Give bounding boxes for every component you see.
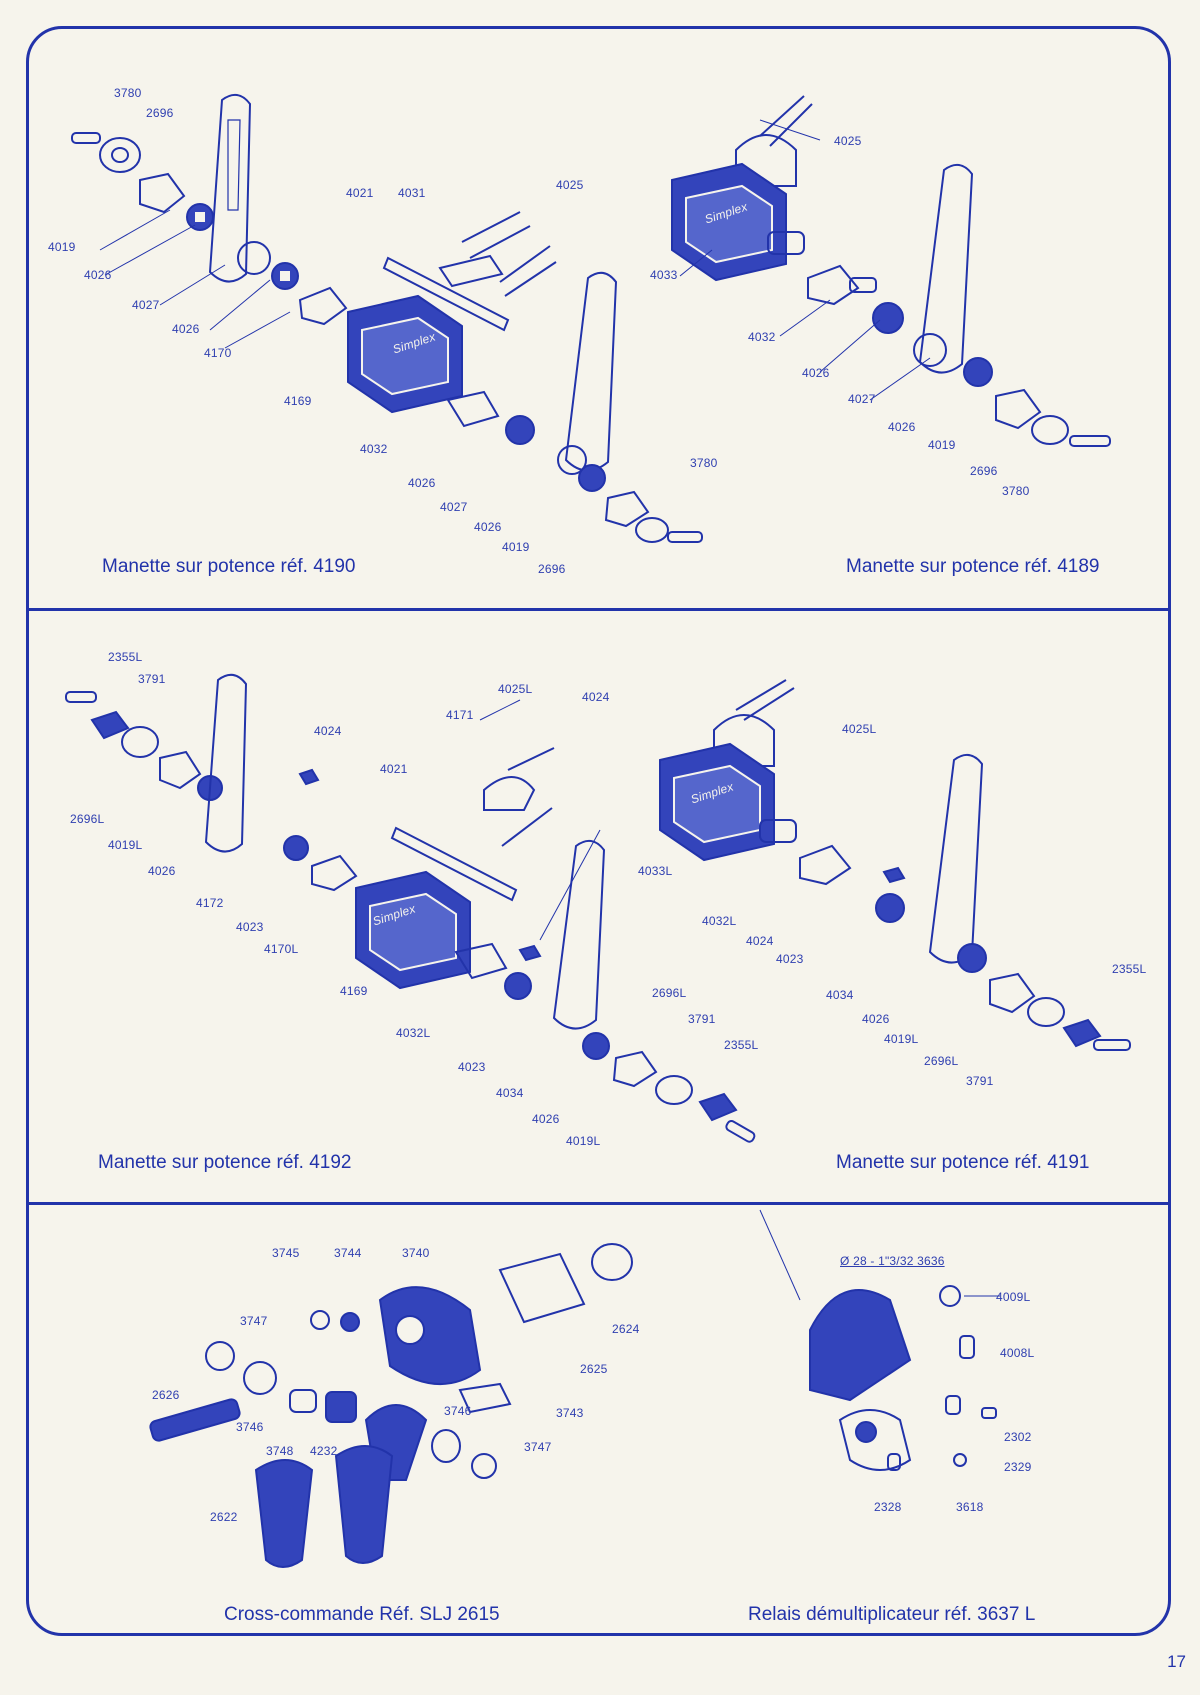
part-label: 4019	[928, 438, 956, 452]
part-label: 3740	[402, 1246, 430, 1260]
part-label: 2355L	[1112, 962, 1147, 976]
part-label: 3791	[688, 1012, 716, 1026]
assembly-4192	[65, 673, 756, 1143]
part-label: 4026	[148, 864, 176, 878]
caption-3637-l: Relais démultiplicateur réf. 3637 L	[748, 1604, 1036, 1625]
part-label: 4023	[776, 952, 804, 966]
part-label: 4171	[446, 708, 474, 722]
part-label: 4008L	[1000, 1346, 1035, 1360]
part-label: 3791	[138, 672, 166, 686]
part-label: 4169	[284, 394, 312, 408]
leader-lines	[99, 119, 1000, 1301]
part-label: 4027	[848, 392, 876, 406]
part-label: 4024	[314, 724, 342, 738]
part-label: 3745	[272, 1246, 300, 1260]
part-label: 2302	[1004, 1430, 1032, 1444]
part-label: 4169	[340, 984, 368, 998]
part-label: 4025	[556, 178, 584, 192]
assembly-4190	[71, 93, 703, 543]
part-label: 4021	[380, 762, 408, 776]
part-label: 4033	[650, 268, 678, 282]
divider-2	[26, 1202, 1171, 1205]
part-label: 3618	[956, 1500, 984, 1514]
part-label: 2696L	[652, 986, 687, 1000]
caption-slj-2615: Cross-commande Réf. SLJ 2615	[224, 1604, 500, 1625]
assembly-4191	[659, 679, 1131, 1051]
part-label: 4027	[132, 298, 160, 312]
part-label: 4019	[502, 540, 530, 554]
part-label: 4172	[196, 896, 224, 910]
part-label: 3744	[334, 1246, 362, 1260]
part-label: 4025L	[498, 682, 533, 696]
page-number: 17	[1167, 1652, 1186, 1671]
part-label: 4027	[440, 500, 468, 514]
part-label: 4021	[346, 186, 374, 200]
part-label: 3780	[1002, 484, 1030, 498]
part-label: 4032	[748, 330, 776, 344]
part-label: 4032L	[702, 914, 737, 928]
part-label: 2696	[146, 106, 174, 120]
part-label: 2696L	[924, 1054, 959, 1068]
page-frame	[26, 26, 1171, 1636]
part-label: 2626	[152, 1388, 180, 1402]
part-label: 4026	[172, 322, 200, 336]
part-label: 4026	[408, 476, 436, 490]
part-label: 4023	[236, 920, 264, 934]
part-label: 4031	[398, 186, 426, 200]
part-label: 4019L	[566, 1134, 601, 1148]
part-label: 2622	[210, 1510, 238, 1524]
part-label: Ø 28 - 1"3/32 3636	[840, 1254, 945, 1268]
part-label: 4032	[360, 442, 388, 456]
part-label: 3743	[556, 1406, 584, 1420]
part-label: 4170	[204, 346, 232, 360]
part-label: 4024	[582, 690, 610, 704]
caption-4189: Manette sur potence réf. 4189	[846, 556, 1100, 577]
assembly-4189	[671, 95, 1111, 447]
part-label: 4033L	[638, 864, 673, 878]
part-label: 4019L	[108, 838, 143, 852]
part-label: 3780	[114, 86, 142, 100]
part-label: 2696L	[70, 812, 105, 826]
part-label: 4026	[474, 520, 502, 534]
part-label: 4034	[496, 1086, 524, 1100]
part-label: 2696	[538, 562, 566, 576]
part-label: 4026	[802, 366, 830, 380]
part-label: 4026	[532, 1112, 560, 1126]
part-label: 4026	[888, 420, 916, 434]
part-label: 2355L	[108, 650, 143, 664]
part-label: 3746	[236, 1420, 264, 1434]
assembly-slj-2615	[149, 1243, 633, 1568]
part-label: 4034	[826, 988, 854, 1002]
part-label: 2624	[612, 1322, 640, 1336]
part-label: 4023	[458, 1060, 486, 1074]
part-label: 2355L	[724, 1038, 759, 1052]
part-label: 2696	[970, 464, 998, 478]
part-label: 4024	[746, 934, 774, 948]
part-label: 3780	[690, 456, 718, 470]
part-label: 2329	[1004, 1460, 1032, 1474]
part-label: 4032L	[396, 1026, 431, 1040]
caption-4192: Manette sur potence réf. 4192	[98, 1152, 352, 1173]
divider-1	[26, 608, 1171, 611]
part-label: 2328	[874, 1500, 902, 1514]
part-label: 3746	[444, 1404, 472, 1418]
caption-4190: Manette sur potence réf. 4190	[102, 556, 356, 577]
assembly-3637-l	[809, 1285, 997, 1471]
part-label: 4009L	[996, 1290, 1031, 1304]
part-label: 4019	[48, 240, 76, 254]
caption-4191: Manette sur potence réf. 4191	[836, 1152, 1090, 1173]
part-label: 3747	[240, 1314, 268, 1328]
part-label: 3791	[966, 1074, 994, 1088]
part-label: 4025	[834, 134, 862, 148]
part-label: 4026	[84, 268, 112, 282]
part-label: 4232	[310, 1444, 338, 1458]
part-label: 4170L	[264, 942, 299, 956]
part-label: 2625	[580, 1362, 608, 1376]
part-label: 3747	[524, 1440, 552, 1454]
part-label: 4025L	[842, 722, 877, 736]
part-label: 4026	[862, 1012, 890, 1026]
part-label: 4019L	[884, 1032, 919, 1046]
part-label: 3748	[266, 1444, 294, 1458]
